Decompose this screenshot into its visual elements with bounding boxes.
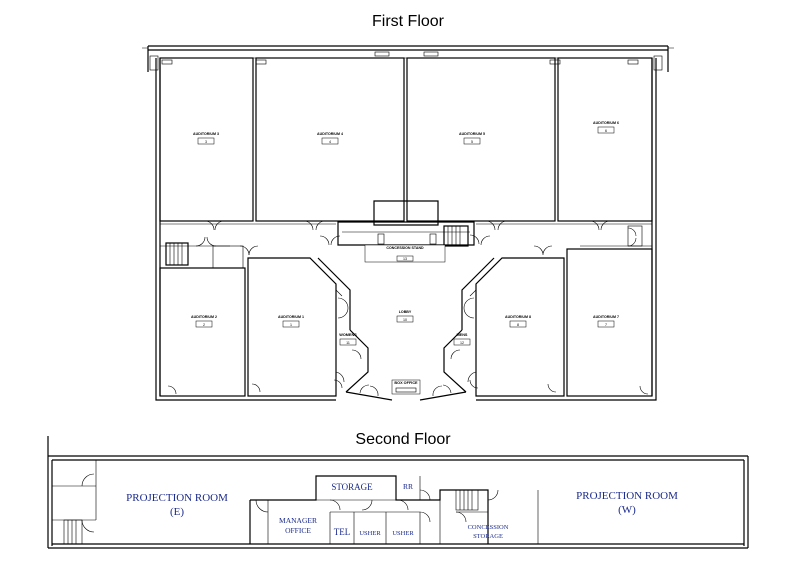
first-floor-title: First Floor — [372, 13, 445, 30]
concession-stand-label: CONCESSION STAND — [386, 246, 424, 250]
first-floor-plan — [142, 45, 674, 401]
second-floor-labels: PROJECTION ROOM (E) PROJECTION ROOM (W) … — [126, 482, 678, 540]
lobby-number: 10 — [403, 318, 407, 322]
auditorium-8-number: 8 — [517, 323, 519, 327]
auditorium-4-number: 4 — [329, 140, 331, 144]
manager-office-label-2: OFFICE — [285, 526, 311, 535]
lobby-label: LOBBY — [399, 310, 412, 314]
storage-label: STORAGE — [331, 482, 373, 492]
projection-room-west-label: PROJECTION ROOM — [576, 490, 678, 502]
auditorium-7-label: AUDITORIUM 7 — [593, 315, 619, 319]
auditorium-6-room — [557, 57, 653, 222]
auditorium-3-label: AUDITORIUM 3 — [193, 132, 219, 136]
restroom-label: RR — [403, 482, 413, 491]
second-floor-title: Second Floor — [355, 431, 451, 448]
auditorium-4-room — [255, 57, 405, 222]
concession-stand-number: 13 — [403, 257, 407, 261]
auditorium-1-label: AUDITORIUM 1 — [278, 315, 304, 319]
mens-number: 12 — [460, 341, 464, 345]
auditorium-8-label: AUDITORIUM 8 — [505, 315, 531, 319]
usher-label-2: USHER — [392, 530, 414, 537]
auditorium-7-room — [566, 248, 653, 397]
second-floor-plan — [47, 436, 749, 549]
auditorium-2-number: 2 — [203, 323, 205, 327]
box-office-label: BOX OFFICE — [394, 381, 418, 385]
projection-room-west-code: (W) — [618, 504, 636, 516]
womens-label: WOMENS — [339, 333, 357, 337]
concession-storage-label: CONCESSION — [468, 524, 509, 531]
auditorium-3-number: 3 — [205, 140, 207, 144]
auditorium-5-label: AUDITORIUM 5 — [459, 132, 485, 136]
projection-room-east-label: PROJECTION ROOM — [126, 492, 228, 504]
tel-label: TEL — [334, 527, 351, 537]
projection-room-east-code: (E) — [170, 506, 184, 518]
womens-number: 11 — [346, 341, 350, 345]
auditorium-4-label: AUDITORIUM 4 — [317, 132, 343, 136]
auditorium-1-room — [247, 257, 337, 397]
auditorium-8-room — [475, 257, 565, 397]
auditorium-2-label: AUDITORIUM 2 — [191, 315, 217, 319]
auditorium-5-number: 5 — [471, 140, 473, 144]
auditorium-7-number: 7 — [605, 323, 607, 327]
manager-office-label: MANAGER — [279, 516, 317, 525]
auditorium-2-room — [159, 267, 246, 397]
auditorium-5-room — [406, 57, 556, 222]
auditorium-1-number: 1 — [290, 323, 292, 327]
mens-label: MENS — [457, 333, 468, 337]
auditorium-labels: AUDITORIUM 3 3 AUDITORIUM 4 4 AUDITORIUM… — [191, 121, 619, 385]
usher-label-1: USHER — [359, 530, 381, 537]
concession-storage-label-2: STORAGE — [473, 533, 503, 540]
auditorium-6-number: 6 — [605, 129, 607, 133]
auditorium-6-label: AUDITORIUM 6 — [593, 121, 619, 125]
